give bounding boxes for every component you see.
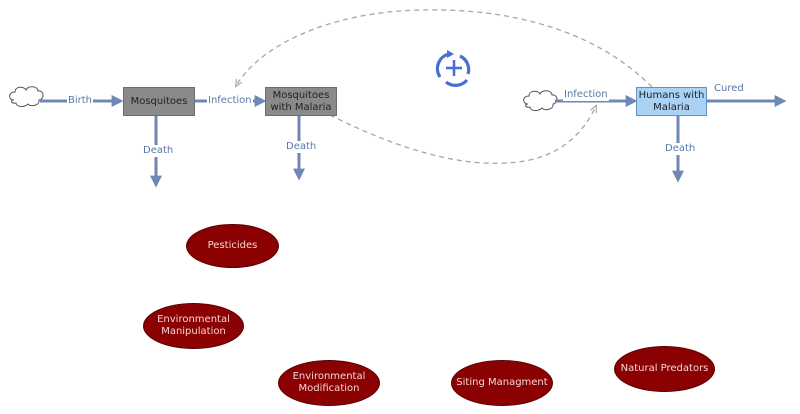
reinforcing-loop-icon [435,50,471,87]
flow-label-human-infection: Infection [563,89,609,101]
flow-label-infected-mosquito-death: Death [285,141,318,153]
intervention-natural-predators[interactable]: Natural Predators [614,346,715,392]
stock-humans-with-malaria[interactable]: Humans with Malaria [636,87,707,116]
source-cloud-icon [523,90,558,111]
stock-mosquitoes[interactable]: Mosquitoes [123,87,195,116]
intervention-siting-managment[interactable]: Siting Managment [451,360,553,406]
intervention-pesticides[interactable]: Pesticides [186,224,279,268]
flow-label-cured: Cured [713,83,745,95]
source-cloud-icon [9,86,44,107]
flow-label-human-death: Death [664,143,697,155]
flow-label-mosquito-death: Death [142,145,175,157]
flow-label-mosquito-infection: Infection [207,95,253,107]
intervention-environmental-manipulation[interactable]: Environmental Manipulation [143,303,244,349]
intervention-environmental-modification[interactable]: Environmental Modification [278,360,380,406]
flow-label-birth: Birth [67,95,94,107]
humans-to-mosquito-infection-link [236,9,653,87]
mosquitoes-to-human-infection-link [329,106,596,164]
stock-mosquitoes-with-malaria[interactable]: Mosquitoes with Malaria [265,87,337,116]
